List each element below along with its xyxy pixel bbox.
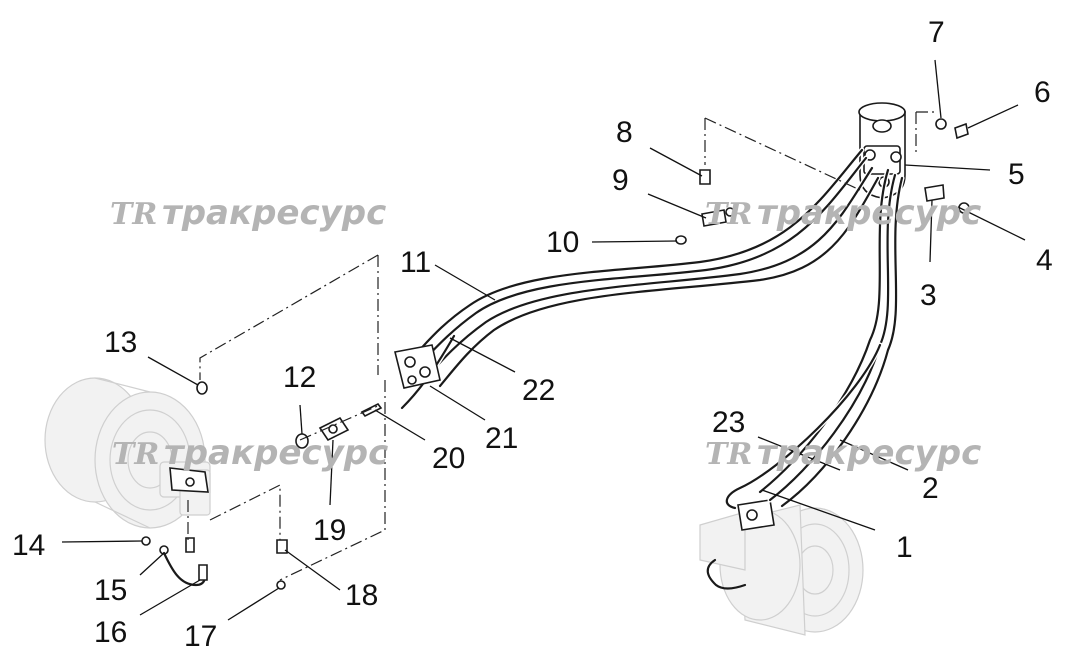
callout-10: 10	[546, 226, 579, 259]
watermark-4: TR тракресурс	[705, 433, 981, 473]
callout-4: 4	[1036, 244, 1053, 277]
callout-16: 16	[94, 616, 127, 649]
callout-13: 13	[104, 326, 137, 359]
hoses-to-left-motor	[399, 147, 881, 411]
watermark-logo: TR	[110, 197, 157, 232]
watermark-logo: TR	[112, 437, 159, 472]
callout-1: 1	[896, 531, 913, 564]
callout-22: 22	[522, 374, 555, 407]
callout-3: 3	[920, 279, 937, 312]
callout-8: 8	[616, 116, 633, 149]
leader-lines	[61, 59, 1026, 621]
callout-23: 23	[712, 406, 745, 439]
watermark-3: TR тракресурс	[112, 433, 388, 473]
callout-9: 9	[612, 164, 629, 197]
callout-18: 18	[345, 579, 378, 612]
callout-15: 15	[94, 574, 127, 607]
watermark-text: тракресурс	[757, 193, 981, 233]
callout-17: 17	[184, 620, 217, 653]
callout-6: 6	[1034, 76, 1051, 109]
right-travel-motor	[699, 499, 864, 636]
hoses-to-right-motor	[724, 167, 905, 511]
callout-7: 7	[928, 16, 945, 49]
callout-19: 19	[313, 514, 346, 547]
callout-5: 5	[1008, 158, 1025, 191]
watermark-text: тракресурс	[162, 193, 386, 233]
callout-2: 2	[922, 472, 939, 505]
small-parts	[141, 118, 970, 590]
assembly-lines	[187, 111, 938, 581]
watermark-2: TR тракресурс	[705, 193, 981, 233]
callout-11: 11	[400, 246, 431, 279]
callout-21: 21	[485, 422, 518, 455]
watermark-1: TR тракресурс	[110, 193, 386, 233]
watermark-logo: TR	[705, 197, 752, 232]
left-manifold	[394, 344, 441, 389]
watermark-text: тракресурс	[164, 433, 388, 473]
callout-labels: 1 2 3 4 5 6 7 8 9 10 11 12 13 14 15 16 1…	[12, 16, 1053, 653]
callout-12: 12	[283, 361, 316, 394]
watermark-logo: TR	[705, 437, 752, 472]
callout-20: 20	[432, 442, 465, 475]
callout-14: 14	[12, 529, 45, 562]
watermark-text: тракресурс	[757, 433, 981, 473]
left-travel-motor	[44, 377, 211, 529]
